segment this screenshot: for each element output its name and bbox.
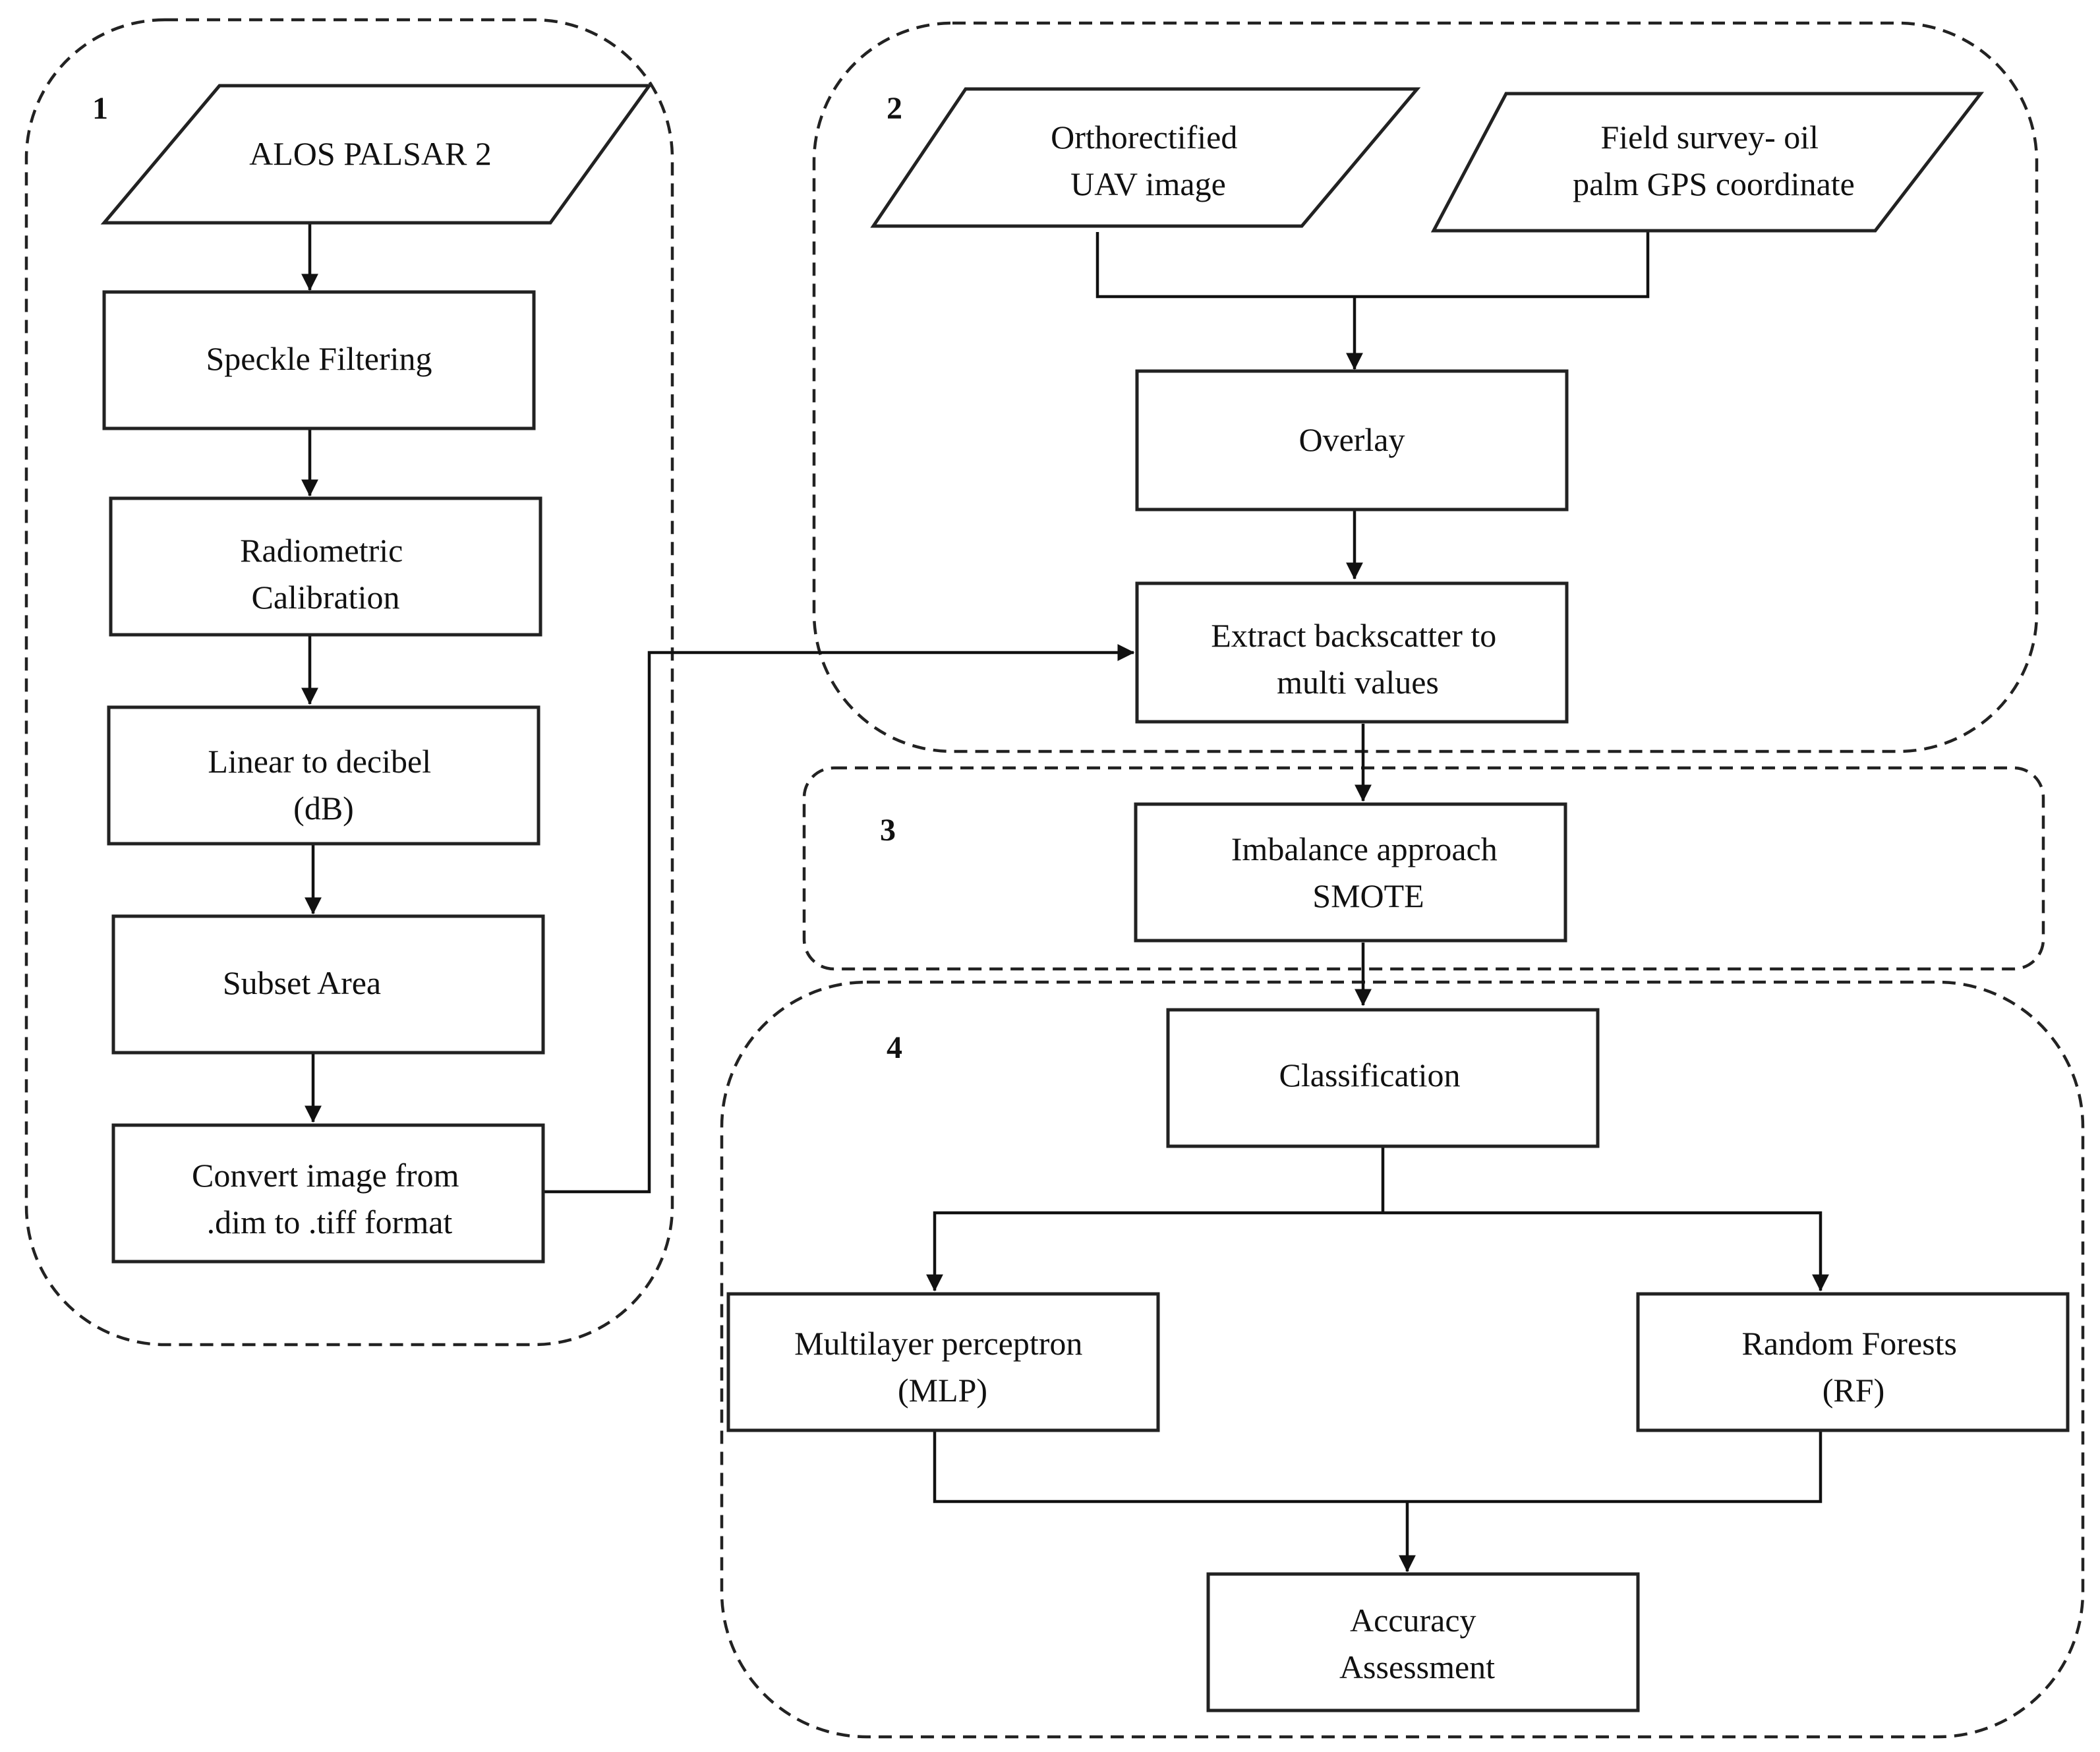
node-subset: Subset Area bbox=[111, 914, 545, 1055]
node-linear: Linear to decibel (dB) bbox=[107, 705, 540, 846]
edge-classification-mlp bbox=[926, 1211, 1383, 1292]
node-accuracy-line-1: Accuracy bbox=[1350, 1602, 1476, 1639]
node-speckle: Speckle Filtering bbox=[102, 290, 536, 430]
group-1-number: 1 bbox=[92, 91, 108, 126]
node-mlp-line-2: (MLP) bbox=[898, 1372, 987, 1409]
node-mlp-line-1: Multilayer perceptron bbox=[794, 1325, 1082, 1362]
group-4-number: 4 bbox=[887, 1030, 902, 1065]
node-alos-label: ALOS PALSAR 2 bbox=[249, 135, 492, 172]
svg-text:Linear to decibel (dB): Linear to decibel (dB) bbox=[208, 743, 439, 827]
node-rf: Random Forests (RF) bbox=[1636, 1292, 2070, 1432]
svg-text:Classification: Classification bbox=[1279, 1057, 1461, 1094]
svg-text:Extract backscatter to m: Extract backscatter to multi values bbox=[1211, 617, 1505, 701]
node-ortho-line-2: UAV image bbox=[1070, 165, 1226, 202]
node-imbalance: Imbalance approach SMOTE bbox=[1134, 802, 1567, 943]
edge-classification-rf bbox=[1383, 1211, 1829, 1292]
node-extract: Extract backscatter to multi values bbox=[1135, 581, 1569, 724]
node-classification-label: Classification bbox=[1279, 1057, 1461, 1094]
node-accuracy-line-2: Assessment bbox=[1339, 1649, 1495, 1685]
node-imbalance-line-2: SMOTE bbox=[1312, 877, 1424, 914]
svg-text:Multilayer perceptron (M: Multilayer perceptron (MLP) bbox=[794, 1325, 1091, 1409]
svg-text:Convert image from .dim: Convert image from .dim to .tiff format bbox=[192, 1157, 467, 1241]
node-convert-line-1: Convert image from bbox=[192, 1157, 459, 1194]
node-radiometric-line-1: Radiometric bbox=[240, 532, 403, 569]
node-field-line-1: Field survey- oil bbox=[1600, 119, 1819, 156]
node-mlp: Multilayer perceptron (MLP) bbox=[726, 1292, 1160, 1432]
group-4: 4 bbox=[720, 980, 2085, 1739]
node-rf-line-2: (RF) bbox=[1823, 1372, 1884, 1409]
svg-text:Field survey- oil palm G: Field survey- oil palm GPS coordinate bbox=[1573, 119, 1855, 202]
node-convert: Convert image from .dim to .tiff format bbox=[111, 1123, 545, 1264]
connectors bbox=[301, 224, 1829, 1573]
node-overlay: Overlay bbox=[1135, 369, 1569, 511]
svg-text:Orthorectified UAV image: Orthorectified UAV image bbox=[1051, 119, 1246, 202]
node-ortho-line-1: Orthorectified bbox=[1051, 119, 1237, 156]
node-accuracy: Accuracy Assessment bbox=[1206, 1572, 1640, 1712]
edge-rf-accuracy bbox=[1407, 1432, 1823, 1504]
node-field-line-2: palm GPS coordinate bbox=[1573, 165, 1855, 202]
node-linear-line-2: (dB) bbox=[293, 790, 354, 827]
edge-mlp-accuracy bbox=[933, 1432, 1407, 1504]
svg-text:Radiometric Calibration: Radiometric Calibration bbox=[240, 532, 411, 616]
group-1: 1 bbox=[24, 18, 674, 1347]
svg-text:Random Forests (RF): Random Forests (RF) bbox=[1742, 1325, 1966, 1409]
node-classification: Classification bbox=[1166, 1008, 1600, 1148]
svg-text:Accuracy Assessment: Accuracy Assessment bbox=[1339, 1602, 1495, 1685]
svg-text:Subset Area: Subset Area bbox=[223, 964, 381, 1001]
group-3-number: 3 bbox=[880, 813, 896, 848]
svg-text:ALOS PALSAR 2: ALOS PALSAR 2 bbox=[249, 135, 492, 172]
svg-text:Imbalance approach SMOTE: Imbalance approach SMOTE bbox=[1231, 831, 1505, 914]
node-radiometric-line-2: Calibration bbox=[252, 579, 400, 616]
node-speckle-label: Speckle Filtering bbox=[206, 340, 432, 377]
node-extract-line-1: Extract backscatter to bbox=[1211, 617, 1496, 654]
node-rf-line-1: Random Forests bbox=[1742, 1325, 1957, 1362]
node-field: Field survey- oil palm GPS coordinate bbox=[1430, 92, 1985, 233]
svg-text:Overlay: Overlay bbox=[1298, 421, 1405, 458]
node-ortho: Orthorectified UAV image bbox=[870, 87, 1421, 228]
svg-text:Speckle Filtering: Speckle Filtering bbox=[206, 340, 432, 377]
node-imbalance-line-1: Imbalance approach bbox=[1231, 831, 1498, 867]
node-extract-line-2: multi values bbox=[1277, 664, 1439, 701]
group-2-number: 2 bbox=[887, 91, 902, 126]
edge-field-overlay bbox=[1355, 232, 1650, 299]
node-overlay-label: Overlay bbox=[1298, 421, 1405, 458]
node-alos: ALOS PALSAR 2 bbox=[100, 84, 653, 225]
node-subset-label: Subset Area bbox=[223, 964, 381, 1001]
edge-ortho-overlay bbox=[1095, 232, 1355, 299]
node-linear-line-1: Linear to decibel bbox=[208, 743, 431, 780]
group-3: 3 bbox=[802, 766, 2045, 971]
node-convert-line-2: .dim to .tiff format bbox=[207, 1204, 453, 1241]
group-2: 2 bbox=[812, 21, 2039, 753]
node-radiometric: Radiometric Calibration bbox=[109, 496, 542, 637]
edge-convert-extract bbox=[544, 644, 1135, 1194]
